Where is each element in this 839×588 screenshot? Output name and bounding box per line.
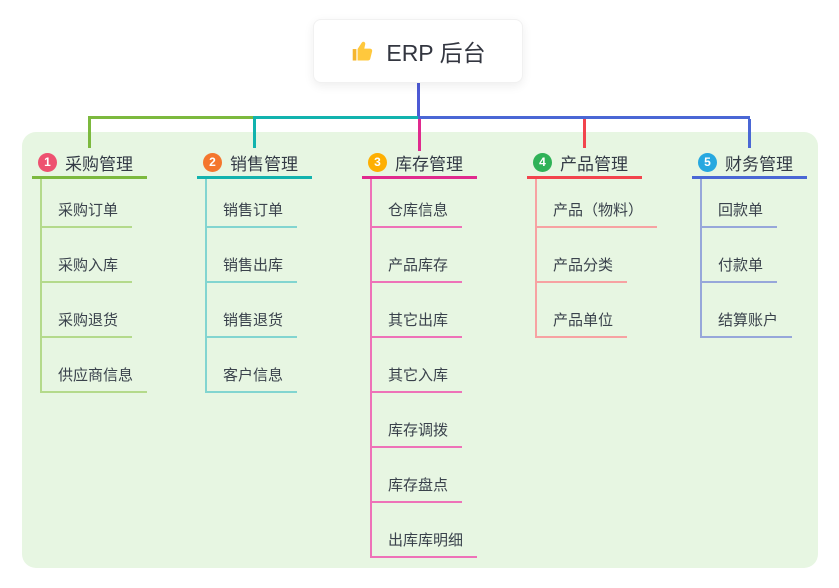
root-title: ERP 后台	[386, 40, 486, 66]
root-node[interactable]: ERP 后台	[313, 19, 523, 83]
child-node[interactable]: 供应商信息	[40, 365, 148, 393]
branches-panel	[22, 132, 818, 568]
branch-title-label: 财务管理	[725, 155, 793, 174]
branch-child-spine	[205, 179, 207, 393]
branch-title-label: 产品管理	[560, 155, 628, 174]
child-node[interactable]: 采购入库	[40, 255, 133, 283]
child-node[interactable]: 产品单位	[535, 310, 628, 338]
branch-number-badge: 2	[203, 153, 222, 172]
branch-drop-line	[748, 119, 751, 148]
child-node[interactable]: 产品分类	[535, 255, 628, 283]
branch-drop-line	[418, 119, 421, 151]
child-node[interactable]: 销售出库	[205, 255, 298, 283]
branch-title-label: 采购管理	[65, 155, 133, 174]
branch-number-badge: 1	[38, 153, 57, 172]
child-node[interactable]: 采购订单	[40, 200, 133, 228]
branch-title-node[interactable]: 3 库存管理	[362, 149, 477, 179]
child-node[interactable]: 库存调拨	[370, 420, 463, 448]
child-node[interactable]: 其它出库	[370, 310, 463, 338]
branch-child-spine	[40, 179, 42, 393]
branch-child-spine	[535, 179, 537, 338]
branch-title-label: 销售管理	[230, 155, 298, 174]
branch-title-node[interactable]: 1 采购管理	[32, 149, 147, 179]
child-node[interactable]: 销售订单	[205, 200, 298, 228]
child-node[interactable]: 销售退货	[205, 310, 298, 338]
connector-rail-segment	[418, 116, 750, 119]
child-node[interactable]: 结算账户	[700, 310, 793, 338]
connector-rail-segment	[253, 116, 419, 119]
child-node[interactable]: 客户信息	[205, 365, 298, 393]
root-connector-stub	[417, 83, 420, 116]
branch-drop-line	[88, 119, 91, 148]
branch-drop-line	[253, 119, 256, 148]
branch-title-node[interactable]: 4 产品管理	[527, 149, 642, 179]
child-node[interactable]: 采购退货	[40, 310, 133, 338]
branch-number-badge: 4	[533, 153, 552, 172]
branch-drop-line	[583, 119, 586, 148]
child-node[interactable]: 其它入库	[370, 365, 463, 393]
branch-title-node[interactable]: 5 财务管理	[692, 149, 807, 179]
child-node[interactable]: 付款单	[700, 255, 778, 283]
branch-child-spine	[700, 179, 702, 338]
child-node[interactable]: 出库库明细	[370, 530, 478, 558]
branch-number-badge: 3	[368, 153, 387, 172]
branch-number-badge: 5	[698, 153, 717, 172]
child-node[interactable]: 仓库信息	[370, 200, 463, 228]
branch-title-node[interactable]: 2 销售管理	[197, 149, 312, 179]
child-node[interactable]: 库存盘点	[370, 475, 463, 503]
connector-rail-segment	[88, 116, 254, 119]
thumbs-up-icon	[353, 41, 373, 61]
branch-title-label: 库存管理	[395, 155, 463, 174]
child-node[interactable]: 产品库存	[370, 255, 463, 283]
child-node[interactable]: 回款单	[700, 200, 778, 228]
branch-child-spine	[370, 179, 372, 558]
child-node[interactable]: 产品（物料）	[535, 200, 658, 228]
